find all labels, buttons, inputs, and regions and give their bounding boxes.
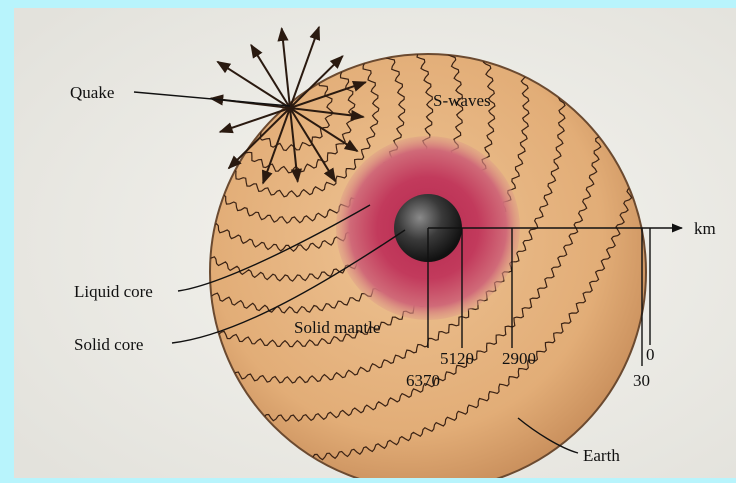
tick-label-6370: 6370: [406, 371, 440, 390]
tick-label-5120: 5120: [440, 349, 474, 368]
tick-label-2900: 2900: [502, 349, 536, 368]
s-waves-label: S-waves: [433, 91, 491, 110]
solid-core-label: Solid core: [74, 335, 143, 354]
tick-label-0: 0: [646, 345, 655, 364]
km-label: km: [694, 219, 716, 238]
earth-label: Earth: [583, 446, 620, 465]
solid-mantle-label: Solid mantle: [294, 318, 380, 337]
liquid-core-label: Liquid core: [74, 282, 153, 301]
quake-label: Quake: [70, 83, 114, 102]
tick-label-30: 30: [633, 371, 650, 390]
